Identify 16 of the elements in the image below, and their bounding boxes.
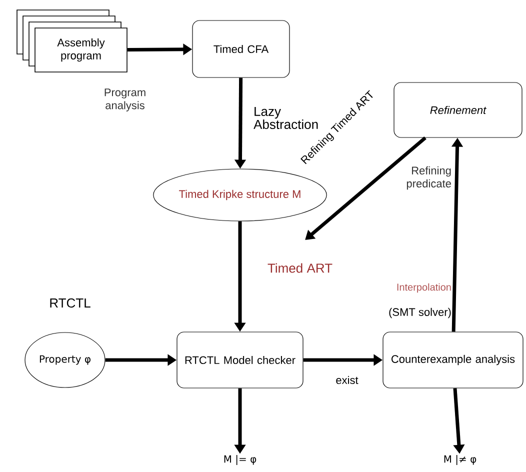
edge-label: exist <box>336 376 358 384</box>
node-label: program <box>61 53 101 62</box>
process-box: Timed CFA <box>192 20 290 78</box>
annotation-text: Interpolation <box>397 283 451 293</box>
result-text: M |≠ φ <box>444 455 476 465</box>
document-stack: Assembly program <box>16 10 128 72</box>
edge-label: Lazy Abstraction <box>254 106 318 130</box>
process-box: Refinement <box>394 82 522 138</box>
edge-label: Timed ART <box>268 263 332 273</box>
node-caption: RTCTL <box>50 298 90 308</box>
process-box: Counterexample analysis <box>382 332 524 388</box>
annotation-text: (SMT solver) <box>389 308 451 318</box>
result-text: M |= φ <box>224 455 256 465</box>
process-box: RTCTL Model checker <box>176 332 304 388</box>
edge-label: Program analysis <box>104 88 146 112</box>
edge-label: Refining predicate <box>406 166 451 190</box>
